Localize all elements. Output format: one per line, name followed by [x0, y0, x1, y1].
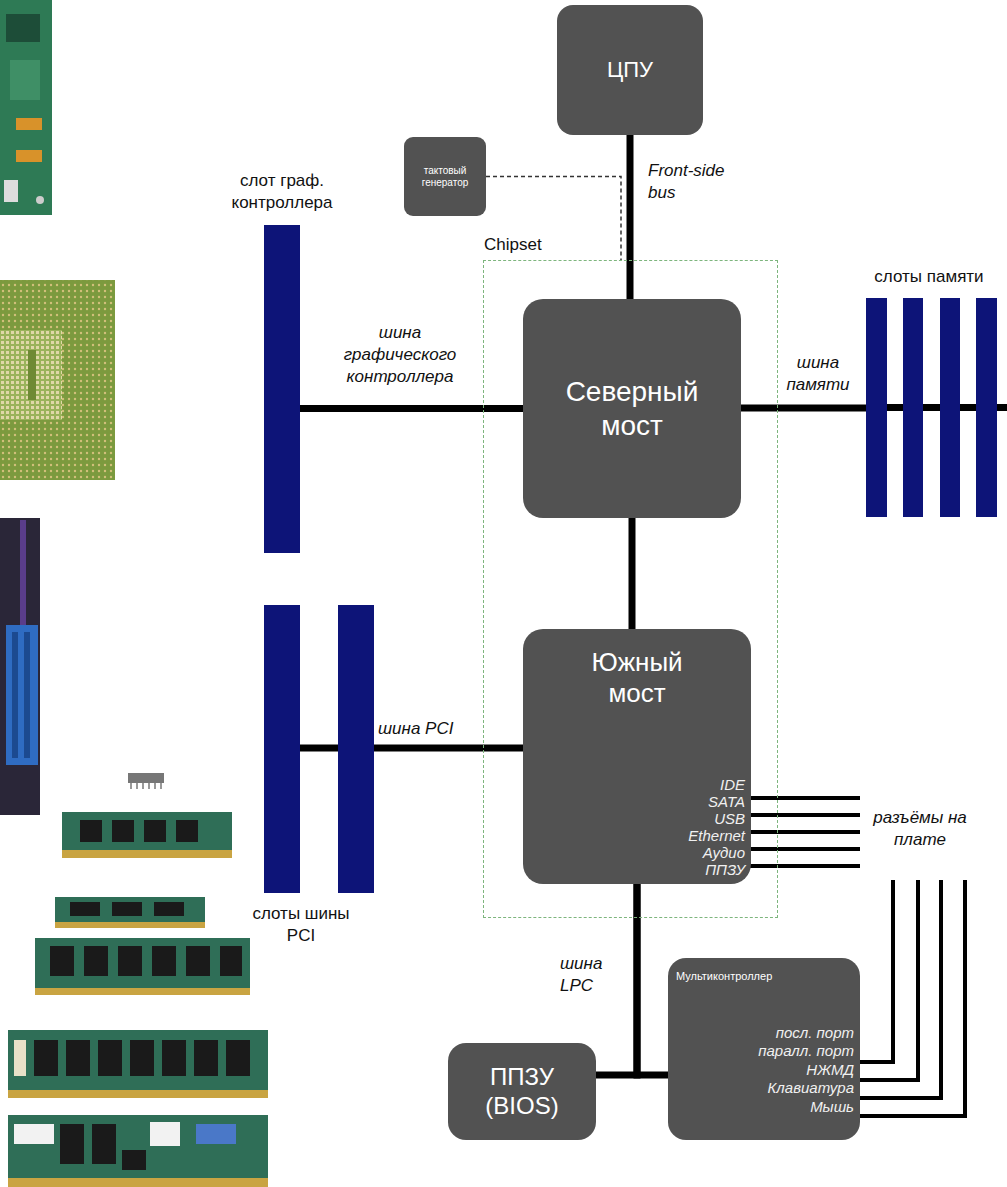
slot-label: слоты памяти — [854, 266, 1004, 288]
node-label: ЦПУ — [570, 57, 690, 83]
controller-box: Мультиконтроллер посл. портпаралл. портНЖ… — [668, 958, 860, 1140]
bus-label: Front-side bus — [648, 160, 748, 204]
port-list: IDESATAUSBEthernetАудиоППЗУ — [523, 776, 751, 878]
slot-bar — [264, 605, 300, 893]
clock-box: тактовый генератор — [404, 137, 486, 216]
slot-bar — [338, 605, 374, 893]
bus-line — [300, 405, 523, 412]
bus-label: шина графического контроллера — [335, 322, 465, 388]
port-name: SATA — [523, 793, 745, 810]
bus-line — [629, 518, 636, 629]
node-title: Южный мост — [577, 647, 697, 709]
port-name: Ethernet — [523, 827, 745, 844]
cpu-box: ЦПУ — [557, 5, 703, 135]
port-name: посл. порт — [668, 1024, 854, 1043]
port-list: посл. портпаралл. портНЖМДКлавиатураМышь — [668, 1024, 860, 1117]
node-label: ППЗУ (BIOS) — [477, 1063, 567, 1121]
cpu-photo — [0, 280, 115, 480]
slot-bar — [866, 298, 887, 517]
chip-photo — [128, 773, 164, 789]
bus-label: шина PCI — [378, 718, 498, 740]
slot-bar — [976, 298, 997, 517]
bus-line — [596, 884, 637, 1075]
bridge-box: Северный мост — [523, 299, 741, 518]
memory-slots: слоты памяти — [866, 298, 997, 517]
slot-bar — [903, 298, 923, 517]
slot-bars — [264, 605, 374, 893]
slot-bars — [866, 298, 997, 517]
port-name: Клавиатура — [668, 1079, 854, 1098]
port-name: Мышь — [668, 1098, 854, 1117]
port-name: паралл. порт — [668, 1042, 854, 1061]
memory-modules-photo — [8, 812, 268, 1187]
node-label: тактовый генератор — [412, 165, 478, 189]
bus-line — [637, 884, 668, 1075]
port-name: Аудио — [523, 844, 745, 861]
motherboard-photo — [0, 0, 52, 215]
port-name: USB — [523, 810, 745, 827]
port-name: НЖМД — [668, 1061, 854, 1080]
connector-photo — [0, 518, 40, 815]
bus-label: шина LPC — [560, 953, 620, 997]
node-title: Мультиконтроллер — [676, 970, 846, 983]
connector-label: разъёмы на плате — [865, 807, 975, 851]
group-title: Chipset — [484, 234, 542, 256]
slot-label: слоты шины PCI — [246, 903, 356, 947]
bus-line — [741, 405, 866, 412]
bus-line — [374, 745, 523, 752]
slot-label: слот граф. контроллера — [217, 170, 347, 214]
rom-box: ППЗУ (BIOS) — [448, 1043, 596, 1140]
bus-line — [627, 135, 634, 299]
port-name: ППЗУ — [523, 861, 745, 878]
chipset-group: ChipsetСеверный мостЮжный мостIDESATAUSB… — [483, 260, 778, 918]
slot-bar — [264, 225, 300, 553]
graphics-slot: слот граф. контроллера — [264, 225, 300, 553]
slot-bar — [940, 298, 960, 517]
bus-label: шина памяти — [776, 352, 860, 396]
port-name: IDE — [523, 776, 745, 793]
node-label: Северный мост — [557, 375, 707, 442]
pci-slots: слоты шины PCI — [264, 605, 374, 893]
slot-bars — [264, 225, 300, 553]
bridge-box: Южный мостIDESATAUSBEthernetАудиоППЗУ — [523, 629, 751, 884]
